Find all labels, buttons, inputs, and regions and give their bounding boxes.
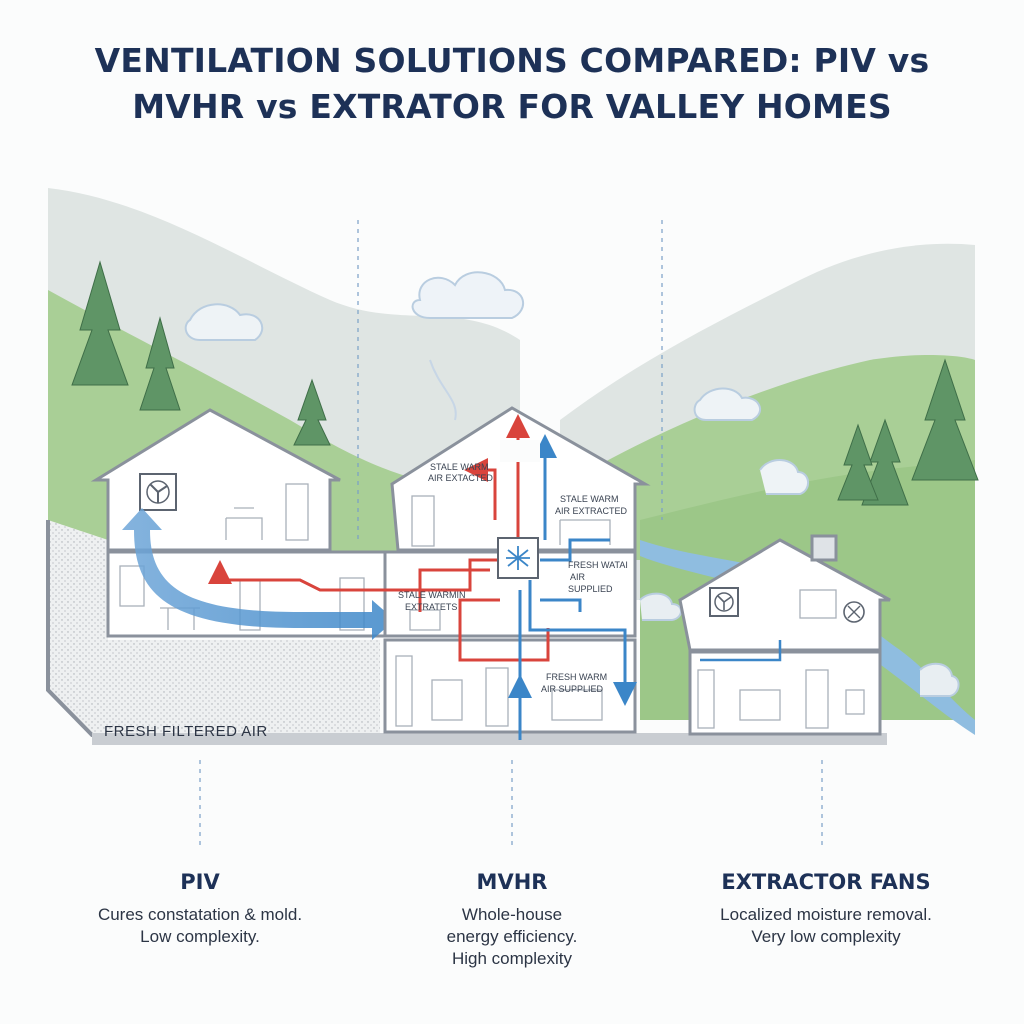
column-line: Low complexity. — [140, 927, 260, 946]
label-fresh-warm-1: FRESH WATAI — [568, 560, 628, 570]
column-mvhr: MVHR Whole-house energy efficiency. High… — [372, 870, 652, 970]
piv-fresh-air-arrow — [122, 508, 395, 640]
mvhr-ducts — [208, 420, 637, 740]
column-piv: PIV Cures constatation & mold. Low compl… — [60, 870, 340, 948]
warm-duct-2 — [208, 558, 510, 592]
label-bg — [500, 440, 540, 462]
warm-duct-4 — [464, 458, 497, 520]
title-line-2: MVHR vs EXTRATOR FOR VALLEY HOMES — [132, 87, 892, 126]
column-extractor: EXTRACTOR FANS Localized moisture remova… — [668, 870, 984, 948]
column-dividers — [199, 220, 823, 850]
column-line: Localized moisture removal. — [720, 905, 932, 924]
extractor-fan-wall — [843, 601, 865, 623]
label-fresh-warm-3: SUPPLIED — [568, 584, 613, 594]
fresh-duct-3 — [540, 538, 610, 562]
clouds — [184, 271, 960, 697]
river — [640, 540, 975, 735]
page-title: VENTILATION SOLUTIONS COMPARED: PIV vs M… — [40, 38, 984, 130]
label-stale-warmin-2: EXTRATETS — [405, 602, 457, 612]
fresh-filtered-air-label: FRESH FILTERED AIR — [104, 723, 268, 740]
column-heading: EXTRACTOR FANS — [721, 870, 931, 894]
column-heading: MVHR — [476, 870, 548, 894]
extractor-house — [678, 534, 891, 736]
ground — [46, 520, 887, 745]
label-stale-warm-attic-1: STALE WARM — [430, 462, 489, 472]
column-line: High complexity — [452, 949, 572, 968]
label-fresh-warm-2: AIR — [570, 572, 586, 582]
label-fresh-warm-supplied-2: AIR SUPPLIED — [541, 684, 604, 694]
warm-duct-3 — [418, 568, 550, 662]
column-heading: PIV — [180, 870, 220, 894]
label-stale-warm-right-1: STALE WARM — [560, 494, 619, 504]
column-line: Whole-house — [461, 905, 563, 924]
title-line-1: VENTILATION SOLUTIONS COMPARED: PIV vs — [94, 41, 930, 80]
extractor-duct — [700, 640, 782, 662]
fresh-duct-2 — [528, 580, 637, 706]
column-line: Cures constatation & mold. — [97, 905, 303, 924]
label-stale-warm-attic-2: AIR EXTACTED — [428, 473, 493, 483]
trees — [71, 260, 979, 506]
mvhr-unit — [497, 537, 539, 579]
extractor-house-interior — [697, 589, 865, 729]
column-line: Very low complexity — [751, 927, 901, 946]
air-flow-labels: STALE WARM AIR EXTACTED STALE WARM AIR E… — [398, 462, 628, 694]
label-stale-warm-right-2: AIR EXTRACTED — [555, 506, 628, 516]
extractor-fan-top — [709, 587, 739, 617]
column-line: energy efficiency. — [446, 927, 578, 946]
piv-house-interior — [119, 483, 365, 631]
fresh-duct-5 — [540, 598, 582, 612]
label-stale-warmin-1: STALE WARMIN — [398, 590, 466, 600]
piv-unit — [139, 473, 177, 511]
label-fresh-warm-supplied-1: FRESH WARM — [546, 672, 607, 682]
